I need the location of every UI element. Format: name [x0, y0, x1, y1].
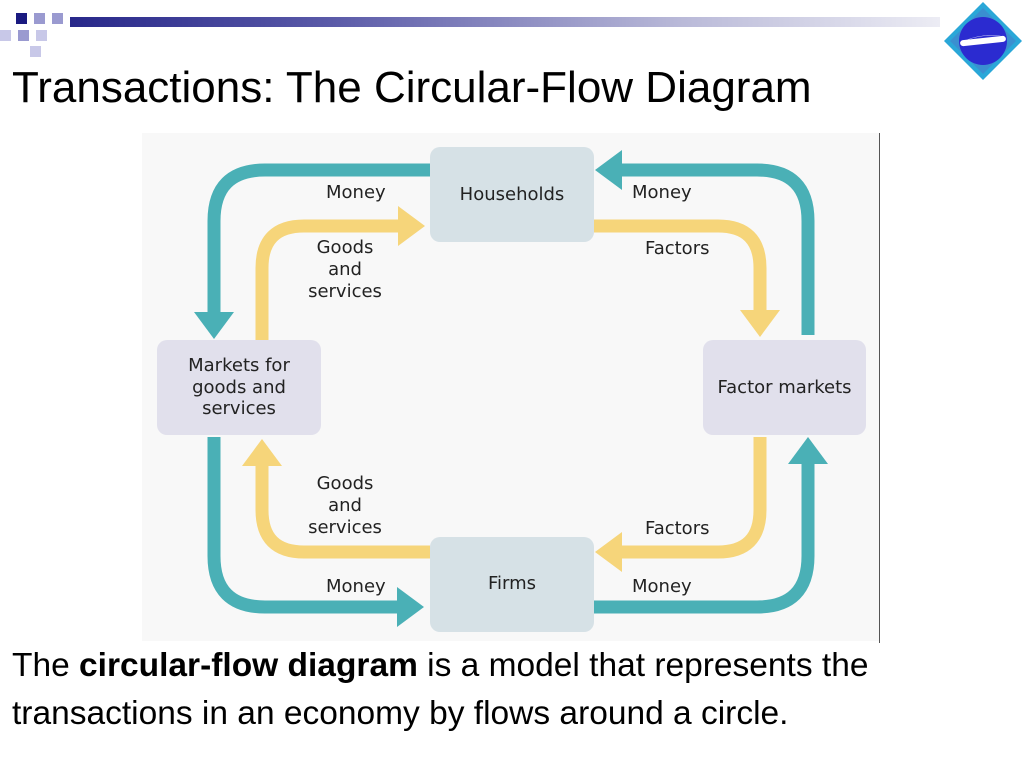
goods-arrowhead-right-top [398, 206, 425, 246]
decorative-squares [0, 13, 63, 57]
divider-line [879, 133, 880, 643]
firms-node: Firms [430, 537, 594, 632]
goods-markets-node: Markets for goods and services [157, 340, 321, 435]
factors-label-bottom: Factors [645, 518, 710, 539]
goods-flow-bottom [255, 462, 430, 559]
money-flow-bottom-right [594, 458, 815, 614]
money-flow-bottom-left [207, 437, 402, 614]
caption-rest: is a model that represents the transacti… [12, 647, 869, 732]
money-label-top-left: Money [326, 182, 386, 203]
caption-lead: The [12, 647, 80, 684]
factors-arrowhead-down-right [740, 310, 780, 337]
money-arrowhead-up-right [788, 437, 828, 464]
factors-flow-bottom [618, 437, 767, 559]
goods-arrowhead-up-left [242, 439, 282, 466]
money-flow-top-left [207, 163, 430, 318]
money-arrowhead-down-left [194, 312, 234, 339]
factor-markets-node: Factor markets [703, 340, 866, 435]
goods-flow-top [255, 219, 398, 342]
slide-title: Transactions: The Circular-Flow Diagram [12, 63, 812, 112]
money-arrowhead-right-bottom [397, 587, 424, 627]
money-label-bottom-right: Money [632, 576, 692, 597]
slide-caption: The circular-flow diagram is a model tha… [12, 642, 1012, 738]
logo-icon [944, 2, 1022, 80]
header-gradient-bar [70, 17, 940, 27]
money-label-top-right: Money [632, 182, 692, 203]
money-flow-top-right [618, 163, 815, 335]
goods-label-bottom: Goods and services [308, 473, 382, 538]
goods-label-top: Goods and services [308, 237, 382, 302]
factors-label-top: Factors [645, 238, 710, 259]
factors-flow-top [594, 219, 767, 314]
factors-arrowhead-left-bottom [595, 532, 622, 572]
households-node: Households [430, 147, 594, 242]
money-arrowhead-left-top [595, 150, 622, 190]
money-label-bottom-left: Money [326, 576, 386, 597]
caption-term: circular-flow diagram [79, 647, 418, 684]
